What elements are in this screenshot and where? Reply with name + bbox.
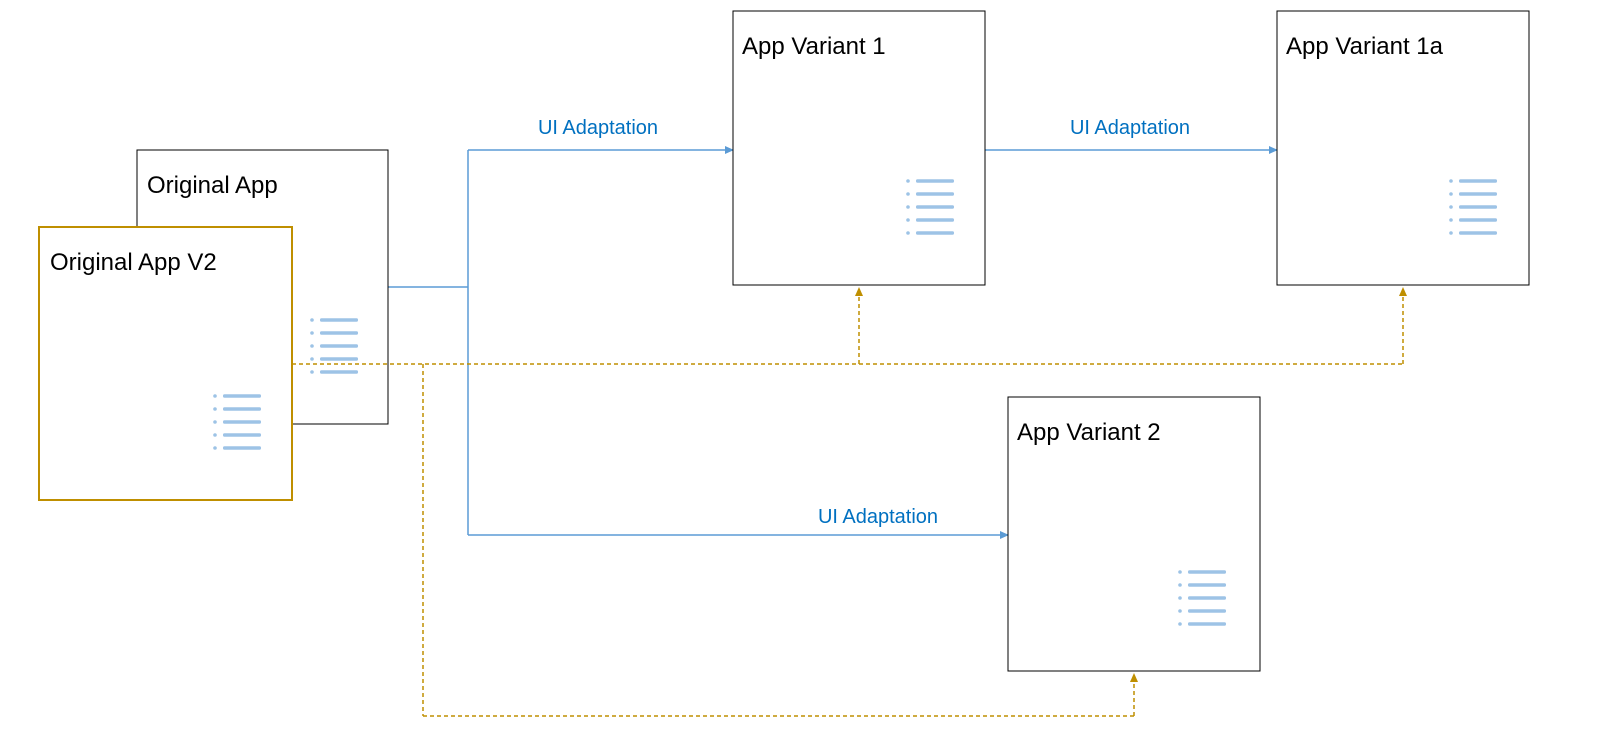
box-app-variant-1-label: App Variant 1 xyxy=(742,33,886,60)
box-original-app-v2-label: Original App V2 xyxy=(50,249,217,276)
edge-label-to-variant-1: UI Adaptation xyxy=(538,117,658,139)
box-app-variant-1: App Variant 1 xyxy=(732,10,986,286)
box-app-variant-2-label: App Variant 2 xyxy=(1017,419,1161,446)
box-original-app-v2: Original App V2 xyxy=(38,226,293,501)
edge-label-to-variant-2: UI Adaptation xyxy=(818,506,938,528)
box-app-variant-1a: App Variant 1a xyxy=(1276,10,1530,286)
upgrade-connectors xyxy=(292,287,1407,717)
box-app-variant-1a-label: App Variant 1a xyxy=(1286,33,1444,60)
adaptation-connectors xyxy=(388,146,1278,539)
box-app-variant-2: App Variant 2 xyxy=(1007,396,1261,672)
edge-label-to-variant-1a: UI Adaptation xyxy=(1070,117,1190,139)
box-original-app-label: Original App xyxy=(147,172,278,199)
